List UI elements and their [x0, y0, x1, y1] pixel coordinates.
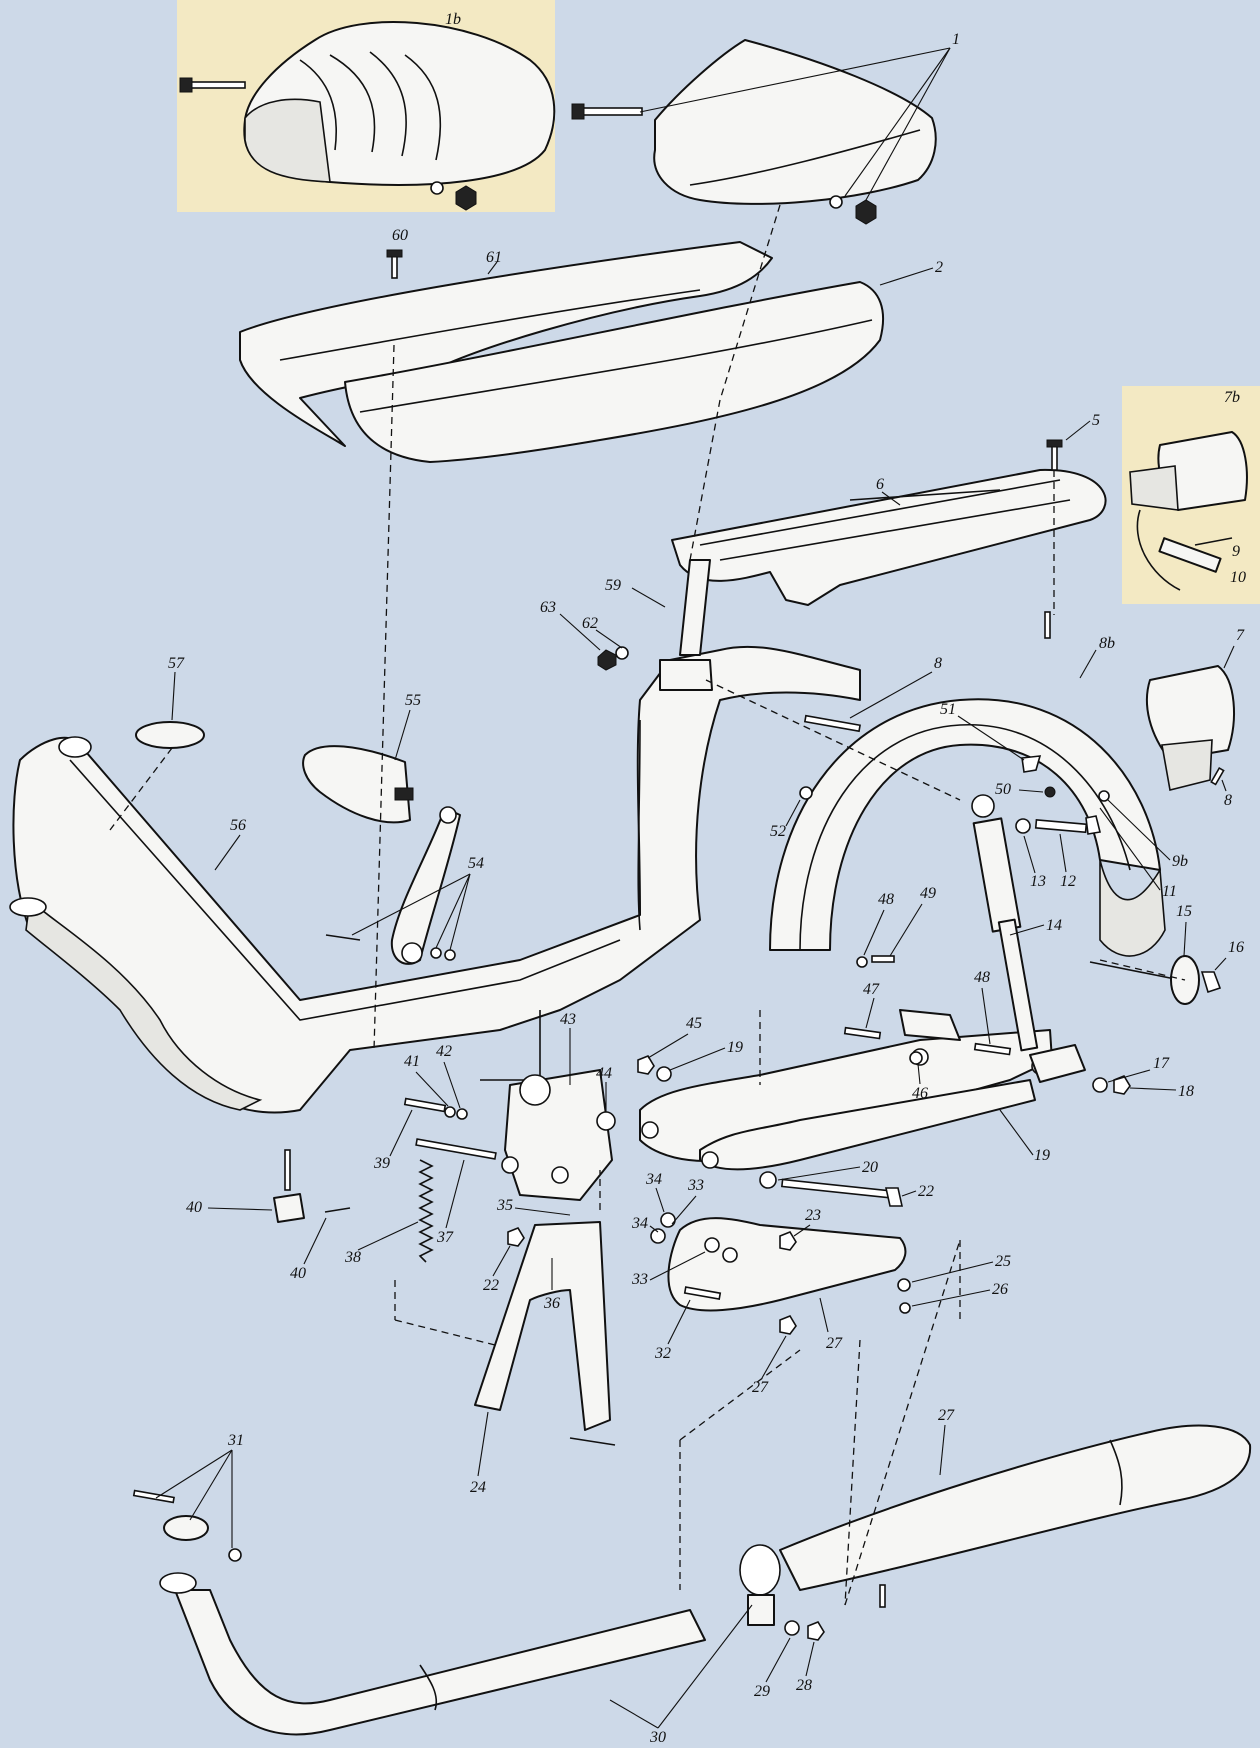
engine-mount: 43 44	[501, 1011, 616, 1201]
label-9: 9b	[1172, 853, 1188, 870]
shock-absorber: 14	[971, 794, 1086, 1083]
label-31: 24	[470, 1479, 486, 1496]
exhaust-bracket: 27	[667, 1217, 907, 1352]
label-18: 19	[1034, 1147, 1050, 1164]
label-40: 40	[290, 1265, 306, 1282]
label-34a: 34	[645, 1171, 662, 1188]
label-56: 54	[468, 855, 484, 872]
label-49: 48	[974, 969, 990, 986]
label-1b: 1b	[445, 11, 461, 28]
label-6: 8b	[1099, 635, 1115, 652]
rear-fender: 8b	[769, 611, 1166, 957]
label-32: 32	[654, 1345, 671, 1362]
label-43: 42	[436, 1043, 452, 1060]
label-24: 26	[992, 1281, 1008, 1298]
label-55: 52	[770, 823, 786, 840]
label-5: 8	[934, 655, 942, 672]
frame-cap: 57	[135, 655, 205, 749]
label-61: 60	[392, 227, 408, 244]
label-37: 37	[436, 1229, 454, 1246]
label-27b: 28	[796, 1677, 812, 1694]
center-stand: 24	[470, 1221, 616, 1496]
label-62: 61	[486, 249, 502, 266]
side-bracket: 54	[325, 806, 484, 965]
label-41: 40	[186, 1199, 202, 1216]
label-50: 49	[920, 885, 936, 902]
label-22a: 22	[483, 1277, 499, 1294]
swing-arm: 19	[639, 1009, 1053, 1171]
label-54: 51	[940, 701, 956, 718]
label-34b: 34	[631, 1215, 648, 1232]
label-25: 27	[826, 1335, 843, 1352]
label-35: 35	[496, 1197, 513, 1214]
toolbox-cover: 55	[302, 692, 421, 824]
luggage-rack: 6 5	[671, 412, 1107, 606]
hardware-left: 38 37 39 41 42 40 40	[186, 1043, 497, 1282]
label-11: 12	[1060, 873, 1076, 890]
label-22b: 23	[805, 1207, 821, 1224]
label-7b: 7b	[1224, 389, 1240, 406]
seat-variant-inset: 1b	[177, 0, 556, 212]
label-51: 48	[878, 891, 894, 908]
label-27a: 27	[752, 1379, 769, 1396]
seat-post: 59 62 63	[540, 559, 713, 691]
label-52: 50	[995, 781, 1011, 798]
label-14: 15	[1176, 903, 1192, 920]
label-33b: 33	[631, 1271, 648, 1288]
label-48: 47	[863, 981, 880, 998]
hardware-right: 8 51 50 52 13 12 9b 11 15 16	[637, 655, 1244, 1207]
label-28: 29	[754, 1683, 770, 1700]
label-59: 57	[168, 655, 185, 672]
label-57: 55	[405, 692, 421, 709]
label-44: 43	[560, 1011, 576, 1028]
label-15: 16	[1228, 939, 1244, 956]
label-19b: 20	[862, 1159, 878, 1176]
label-3: 5	[1092, 412, 1100, 429]
label-39: 39	[373, 1155, 390, 1172]
label-4: 6	[876, 476, 884, 493]
label-64: 63	[540, 599, 556, 616]
label-46: 45	[686, 1015, 702, 1032]
label-36: 36	[543, 1295, 560, 1312]
label-30: 31	[227, 1432, 244, 1449]
seat: 1	[571, 31, 960, 225]
exhaust: 27 31 30 29 28	[132, 1407, 1252, 1746]
label-19a: 19	[727, 1039, 743, 1056]
label-16: 17	[1153, 1055, 1170, 1072]
label-58: 56	[230, 817, 246, 834]
label-63: 62	[582, 615, 598, 632]
label-26: 27	[938, 1407, 955, 1424]
label-17: 18	[1178, 1083, 1194, 1100]
label-10: 11	[1162, 883, 1177, 900]
label-47: 46	[912, 1085, 928, 1102]
label-38: 38	[344, 1249, 361, 1266]
label-29: 30	[649, 1729, 666, 1746]
label-8b: 9	[1232, 543, 1240, 560]
label-8: 8	[1224, 792, 1232, 809]
hardware-center: 34 33 34 33 35 36 22 23 32 27 25 26	[483, 1171, 1011, 1396]
label-9b: 10	[1230, 569, 1246, 586]
label-1: 1	[952, 31, 960, 48]
label-20: 22	[918, 1183, 934, 1200]
assembly-lines	[109, 204, 1186, 1606]
label-13: 14	[1046, 917, 1062, 934]
label-7: 7	[1236, 627, 1245, 644]
rear-cover: 60 61 2	[239, 227, 943, 463]
label-23: 25	[995, 1253, 1011, 1270]
label-45: 44	[596, 1065, 612, 1082]
tail-light: 7 8	[1146, 627, 1245, 809]
label-2: 2	[935, 259, 943, 276]
label-42: 41	[404, 1053, 420, 1070]
taillight-variant-inset: 7b 9 10	[1122, 386, 1260, 604]
label-12: 13	[1030, 873, 1046, 890]
label-33a: 33	[687, 1177, 704, 1194]
label-60: 59	[605, 577, 621, 594]
